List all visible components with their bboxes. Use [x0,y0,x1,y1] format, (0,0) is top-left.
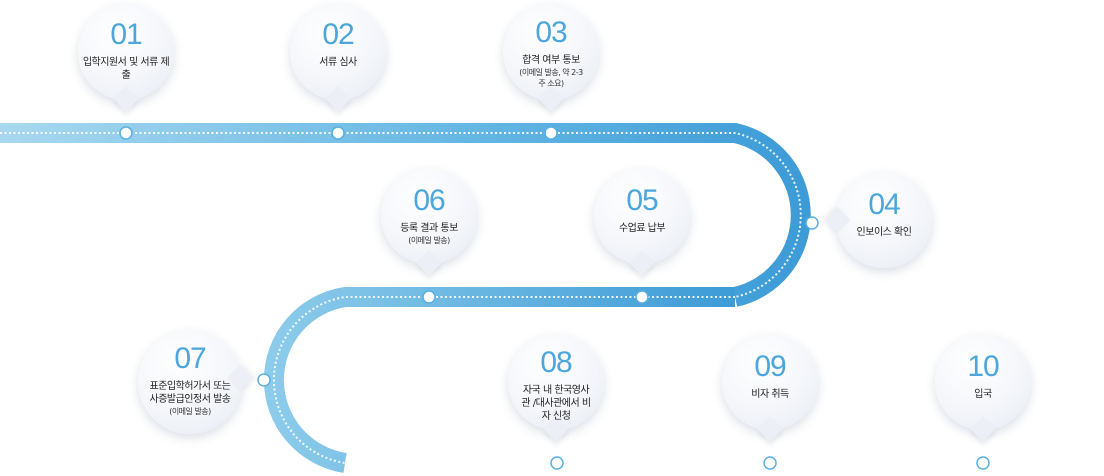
step-number: 09 [754,350,786,383]
step-label: 서류 심사 [319,57,357,68]
step-10: 10 입국 [935,334,1031,430]
step-06: 06 등록 결과 통보 (이메일 발송) [381,168,477,264]
step-label: 비자 취득 [751,389,789,400]
step-08: 08 자국 내 한국영사관 /대사관에서 비자 신청 [508,334,604,430]
step-04: 04 인보이스 확인 [836,172,932,268]
step-03: 03 합격 여부 통보 (이메일 발송, 약 2-3주 소요) [503,4,599,100]
step-label: 수업료 납부 [618,223,666,234]
step-label: 인보이스 확인 [856,227,912,238]
step-label: 자국 내 한국영사관 /대사관에서 비자 신청 [521,385,591,422]
marker-01 [119,126,133,140]
step-label: 표준입학허가서 또는 사증발급인정서 발송 [149,381,231,405]
step-number: 01 [110,18,142,51]
marker-09 [763,456,777,470]
step-05: 05 수업료 납부 [594,168,690,264]
step-number: 10 [967,350,999,383]
marker-10 [976,456,990,470]
step-07: 07 표준입학허가서 또는 사증발급인정서 발송 (이메일 발송) [138,330,242,434]
marker-05 [635,290,649,304]
marker-08 [550,456,564,470]
step-note: (이메일 발송, 약 2-3주 소요) [519,68,583,88]
road-segment-middle [263,287,735,473]
step-note: (이메일 발송) [169,407,211,416]
step-09: 09 비자 취득 [722,334,818,430]
step-label: 등록 결과 통보 [400,223,458,234]
step-number: 07 [174,342,206,375]
step-number: 08 [540,346,572,379]
step-number: 02 [322,18,354,51]
marker-04 [805,216,819,230]
step-number: 05 [626,184,658,217]
marker-06 [422,290,436,304]
step-label: 합격 여부 통보 [522,55,580,66]
marker-07 [257,373,271,387]
step-number: 06 [413,184,445,217]
step-number: 04 [868,188,900,221]
marker-02 [331,126,345,140]
step-note: (이메일 발송) [408,236,450,245]
step-01: 01 입학지원서 및 서류 제출 [78,4,174,100]
step-label: 입학지원서 및 서류 제출 [82,57,170,81]
marker-03 [544,126,558,140]
step-label: 입국 [974,389,992,400]
step-02: 02 서류 심사 [290,4,386,100]
step-number: 03 [535,16,567,49]
